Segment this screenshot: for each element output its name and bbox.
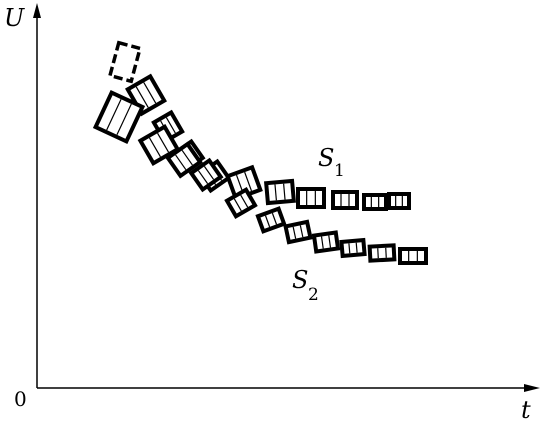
curve-segment-stripe	[264, 215, 271, 228]
curve-segment-stripe	[143, 82, 157, 104]
curve-segment	[107, 40, 143, 84]
curve-segment-box	[264, 178, 296, 206]
curve-segment-stripe	[106, 98, 122, 131]
curve-segment-box	[387, 192, 411, 210]
curve-s2	[92, 89, 428, 265]
curve-segment-box	[367, 243, 397, 263]
curve-segment	[264, 178, 296, 206]
label-s2-sub: 2	[308, 285, 319, 305]
curve-segment-stripe	[233, 198, 242, 212]
curve-segment-stripe	[377, 248, 379, 259]
curve-segment-stripe	[244, 171, 253, 192]
curve-segment-stripe	[271, 212, 278, 225]
curve-segment-stripe	[283, 183, 286, 200]
curve-segment-box	[362, 193, 388, 211]
curve-segment	[387, 192, 411, 210]
curve-segment-box	[331, 190, 359, 210]
curve-segment-box	[224, 186, 258, 220]
curve-s1	[107, 40, 411, 211]
curve-segment	[331, 190, 359, 210]
curve-segment-box	[311, 230, 341, 254]
label-s1-main: S	[318, 144, 334, 172]
curve-segment-box	[296, 187, 326, 209]
curve-segment	[339, 237, 367, 259]
curve-segment-stripe	[203, 165, 215, 180]
curve-segment-stripe	[135, 86, 149, 108]
curve-segment	[367, 243, 397, 263]
curve-segment	[137, 124, 181, 166]
curve-segment-stripe	[385, 247, 387, 258]
y-axis-label: U	[4, 4, 25, 32]
curve-segment-box	[283, 219, 313, 245]
curve-segment-stripe	[157, 132, 170, 153]
curve-segment-box	[165, 141, 203, 179]
curve-segment-box	[188, 157, 224, 193]
curve-segment-box	[255, 206, 287, 234]
label-s2-main: S	[292, 266, 308, 294]
curve-segment	[311, 230, 341, 254]
curve-segment-box	[107, 40, 143, 84]
curve-segment-stripe	[240, 194, 249, 208]
curve-segment-stripe	[320, 236, 324, 249]
axes: U t 0	[4, 3, 540, 422]
y-axis-arrow	[33, 3, 41, 18]
curve-segment-box	[137, 124, 181, 166]
curve-segment-stripe	[116, 103, 132, 136]
curve-segment-stripe	[355, 242, 358, 253]
curve-segment	[188, 157, 224, 193]
curve-segment	[362, 193, 388, 211]
curve-segment-box	[339, 237, 367, 259]
curve-segment	[224, 186, 258, 220]
origin-label: 0	[14, 387, 27, 411]
curve-segment-stripe	[274, 184, 277, 201]
curve-segment-stripe	[299, 225, 304, 238]
curve-segment	[398, 247, 428, 265]
curve-segment	[165, 141, 203, 179]
curve-segment	[283, 219, 313, 245]
label-s1: S 1	[318, 144, 345, 181]
curve-segment-stripe	[197, 170, 209, 185]
curve-segment-stripe	[348, 243, 351, 254]
curve-segment-stripe	[181, 149, 193, 166]
curve-segment-box	[398, 247, 428, 265]
curve-segment-stripe	[165, 117, 176, 134]
curve-segment-stripe	[148, 137, 161, 158]
curve-segment	[92, 89, 146, 145]
label-s1-sub: 1	[334, 161, 345, 181]
x-axis-label: t	[521, 396, 531, 422]
curve-segment-stripe	[175, 154, 187, 171]
curve-segment-stripe	[292, 226, 297, 239]
curve-segment	[296, 187, 326, 209]
curve-segment	[255, 206, 287, 234]
label-s2: S 2	[292, 266, 319, 305]
curve-segment-stripe	[328, 235, 332, 248]
x-axis-arrow	[524, 384, 540, 392]
